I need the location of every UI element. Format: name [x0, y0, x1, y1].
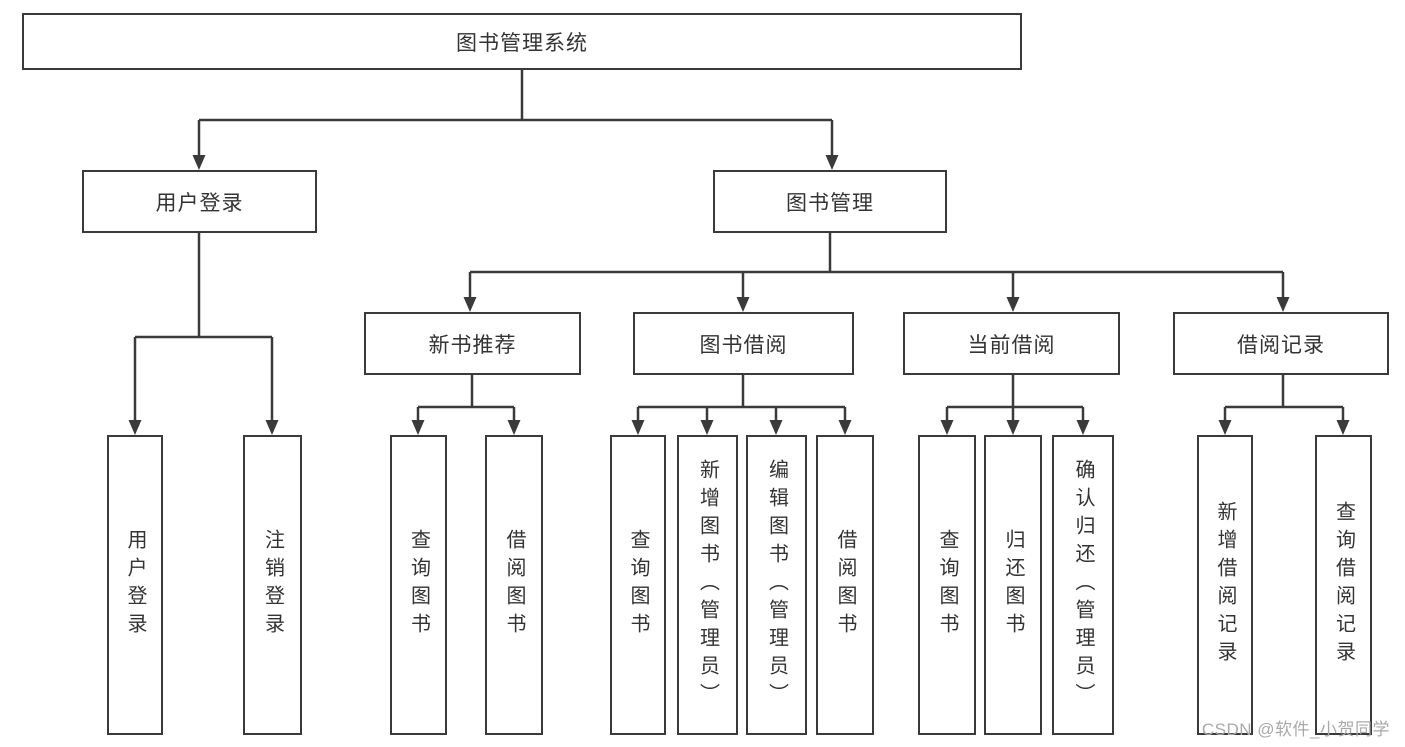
node-label: 借阅记录 [1237, 333, 1325, 357]
node-label: 图书借阅 [699, 333, 788, 357]
csdn-watermark: CSDN @软件_小贺同学 [1201, 720, 1390, 739]
node-label: 新增借阅记录 [1214, 501, 1236, 669]
leaf-current-return-book: 归还图书 [984, 435, 1042, 735]
leaf-borrow-add-book-admin: 新增图书（管理员） [677, 435, 738, 735]
node-label: 编辑图书（管理员） [765, 459, 788, 711]
node-current-borrow: 当前借阅 [903, 312, 1120, 375]
leaf-borrow-borrow-book: 借阅图书 [816, 435, 874, 735]
leaf-borrow-query-book: 查询图书 [610, 435, 666, 735]
node-user-login: 用户登录 [82, 170, 317, 233]
leaf-borrow-edit-book-admin: 编辑图书（管理员） [746, 435, 807, 735]
node-label: 当前借阅 [967, 333, 1056, 357]
leaf-record-query-borrow-record: 查询借阅记录 [1315, 435, 1372, 735]
node-book-management: 图书管理 [713, 170, 947, 233]
node-label: 查询图书 [936, 529, 958, 641]
leaf-user-login: 用户登录 [107, 435, 163, 735]
node-label: 注销登录 [261, 529, 284, 641]
node-label: 新书推荐 [428, 333, 517, 357]
node-label: 用户登录 [155, 191, 244, 215]
leaf-newbook-borrow-book: 借阅图书 [485, 435, 543, 735]
node-label: 图书管理系统 [456, 31, 588, 55]
node-label: 用户登录 [124, 529, 146, 641]
node-system-root: 图书管理系统 [22, 13, 1022, 70]
node-label: 查询图书 [407, 529, 430, 641]
node-label: 查询图书 [627, 529, 649, 641]
node-label: 确认归还（管理员） [1072, 459, 1094, 711]
node-label: 借阅图书 [503, 529, 525, 641]
leaf-record-add-borrow-record: 新增借阅记录 [1197, 435, 1253, 735]
node-book-borrow: 图书借阅 [633, 312, 854, 375]
leaf-current-confirm-return-admin: 确认归还（管理员） [1052, 435, 1114, 735]
leaf-current-query-book: 查询图书 [918, 435, 976, 735]
node-new-book-recommend: 新书推荐 [364, 312, 581, 375]
node-label: 新增图书（管理员） [696, 459, 719, 711]
leaf-newbook-query-book: 查询图书 [390, 435, 447, 735]
node-label: 借阅图书 [834, 529, 856, 641]
node-label: 查询借阅记录 [1332, 501, 1355, 669]
node-label: 图书管理 [786, 191, 874, 215]
node-borrow-record: 借阅记录 [1173, 312, 1389, 375]
node-label: 归还图书 [1002, 529, 1024, 641]
leaf-logout: 注销登录 [243, 435, 302, 735]
